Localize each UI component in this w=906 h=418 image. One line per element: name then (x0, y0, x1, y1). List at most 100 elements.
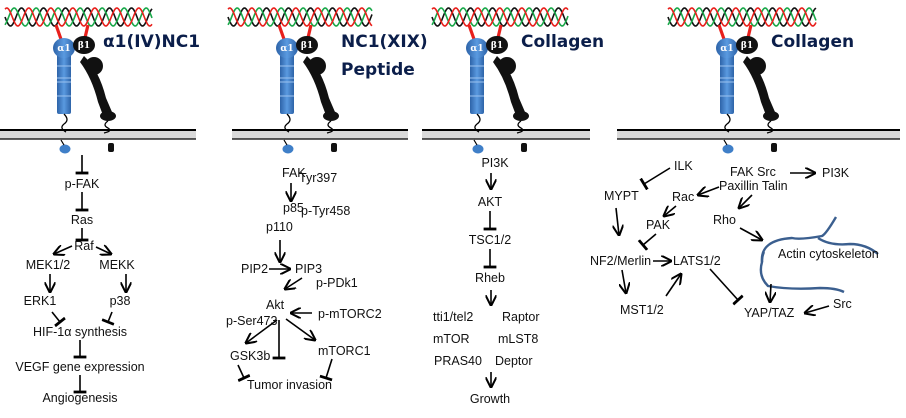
node-ppdk1: p-PDk1 (316, 276, 358, 290)
node-mtor: mTOR (433, 332, 470, 346)
node-faksrc: FAK Src (730, 165, 776, 179)
helix-strand (431, 7, 569, 27)
inhibition-line (101, 311, 115, 326)
node-nf2: NF2/Merlin (590, 254, 651, 268)
node-tumor: Tumor invasion (247, 378, 332, 392)
beta-tail (326, 120, 334, 134)
alpha-subunit-head (716, 38, 738, 58)
node-rho: Rho (713, 213, 736, 227)
node-yaptaz: YAP/TAZ (744, 306, 795, 320)
helix-strand (4, 7, 153, 27)
panel-title: NC1(XIX) (341, 32, 428, 52)
activation-arrow (698, 187, 720, 195)
node-deptor: Deptor (495, 354, 533, 368)
beta-subunit-domain (308, 57, 326, 75)
node-mypt: MYPT (604, 189, 639, 203)
inhibition-line (637, 233, 657, 251)
alpha-cytoplasmic-domain (472, 144, 484, 154)
node-ras: Ras (71, 213, 93, 227)
actin-cytoskeleton-shape (760, 251, 766, 263)
cell-membrane (617, 129, 900, 140)
cell-membrane (422, 129, 590, 140)
node-pip3: PIP3 (295, 262, 322, 276)
node-rheb: Rheb (475, 271, 505, 285)
beta-subunit-domain (85, 57, 103, 75)
cell-membrane (0, 129, 196, 140)
beta-subunit-foot (763, 111, 779, 121)
node-tti1: tti1/tel2 (433, 310, 473, 324)
alpha-cyto-link (723, 139, 728, 146)
alpha-tail (61, 113, 68, 133)
alpha-subunit-head (466, 38, 488, 58)
panel-title: Peptide (341, 60, 415, 80)
inhibition-line (709, 268, 744, 306)
node-mekk: MEKK (99, 258, 135, 272)
alpha-tail (284, 113, 291, 133)
panel-title: α1(IV)NC1 (103, 32, 200, 52)
alpha-label: α1 (280, 44, 293, 54)
activation-arrow (285, 318, 315, 340)
node-pmtorc2: p-mTORC2 (318, 307, 382, 321)
activation-arrow (770, 283, 771, 302)
beta-cytoplasmic-domain (108, 143, 114, 152)
node-tyr397: Tyr397 (299, 171, 337, 185)
alpha-cytoplasmic-domain (722, 144, 734, 154)
beta-cytoplasmic-domain (331, 143, 337, 152)
node-pip2: PIP2 (241, 262, 268, 276)
alpha-label: α1 (720, 44, 733, 54)
alpha-label: α1 (470, 44, 483, 54)
alpha-tail (474, 113, 481, 133)
helix-strand (667, 7, 817, 27)
node-actin: Actin cytoskeleton (778, 247, 879, 261)
helix-strand (4, 7, 153, 27)
beta-subunit-domain (748, 57, 766, 75)
node-rac: Rac (672, 190, 694, 204)
inhibition-line (319, 358, 333, 382)
beta-tail (516, 120, 524, 134)
node-growth: Growth (470, 392, 510, 406)
alpha-tail (724, 113, 731, 133)
beta-subunit-foot (513, 111, 529, 121)
beta-label: β1 (78, 41, 90, 51)
collagen-helix (667, 7, 817, 27)
helix-strand (431, 7, 569, 27)
node-mlst8: mLST8 (498, 332, 538, 346)
alpha-subunit-stalk (57, 52, 71, 114)
node-p38: p38 (110, 294, 131, 308)
beta-subunit-foot (100, 111, 116, 121)
beta-label: β1 (301, 41, 313, 51)
alpha-subunit-stalk (720, 52, 734, 114)
beta-cytoplasmic-domain (521, 143, 527, 152)
membrane-bilayer (0, 130, 196, 139)
node-pser473: p-Ser473 (226, 314, 277, 328)
node-vegf: VEGF gene expression (15, 360, 144, 374)
node-gsk3b: GSK3b (230, 349, 270, 363)
alpha-subunit-stalk (280, 52, 294, 114)
alpha-cyto-link (283, 139, 288, 146)
collagen-helix (4, 7, 153, 27)
inhibition-line (51, 311, 66, 328)
beta-subunit-head (736, 36, 758, 54)
helix-strand (227, 7, 373, 27)
node-raf: Raf (74, 239, 94, 253)
inhibition-line (639, 167, 671, 191)
alpha-subunit-head (276, 38, 298, 58)
node-mtorc1: mTORC1 (318, 344, 371, 358)
node-pi3k: PI3K (481, 156, 509, 170)
inhibition-line (237, 364, 251, 382)
node-pfak: p-FAK (65, 177, 100, 191)
node-ptyr458: p-Tyr458 (301, 204, 350, 218)
alpha-cytoplasmic-domain (282, 144, 294, 154)
activation-arrow (665, 274, 681, 297)
alpha-subunit-head (53, 38, 75, 58)
node-akt: AKT (478, 195, 503, 209)
node-pras40: PRAS40 (434, 354, 482, 368)
membrane-bilayer (617, 130, 900, 139)
activation-arrow (54, 246, 73, 254)
activation-arrow (739, 194, 753, 208)
node-erk1: ERK1 (24, 294, 57, 308)
